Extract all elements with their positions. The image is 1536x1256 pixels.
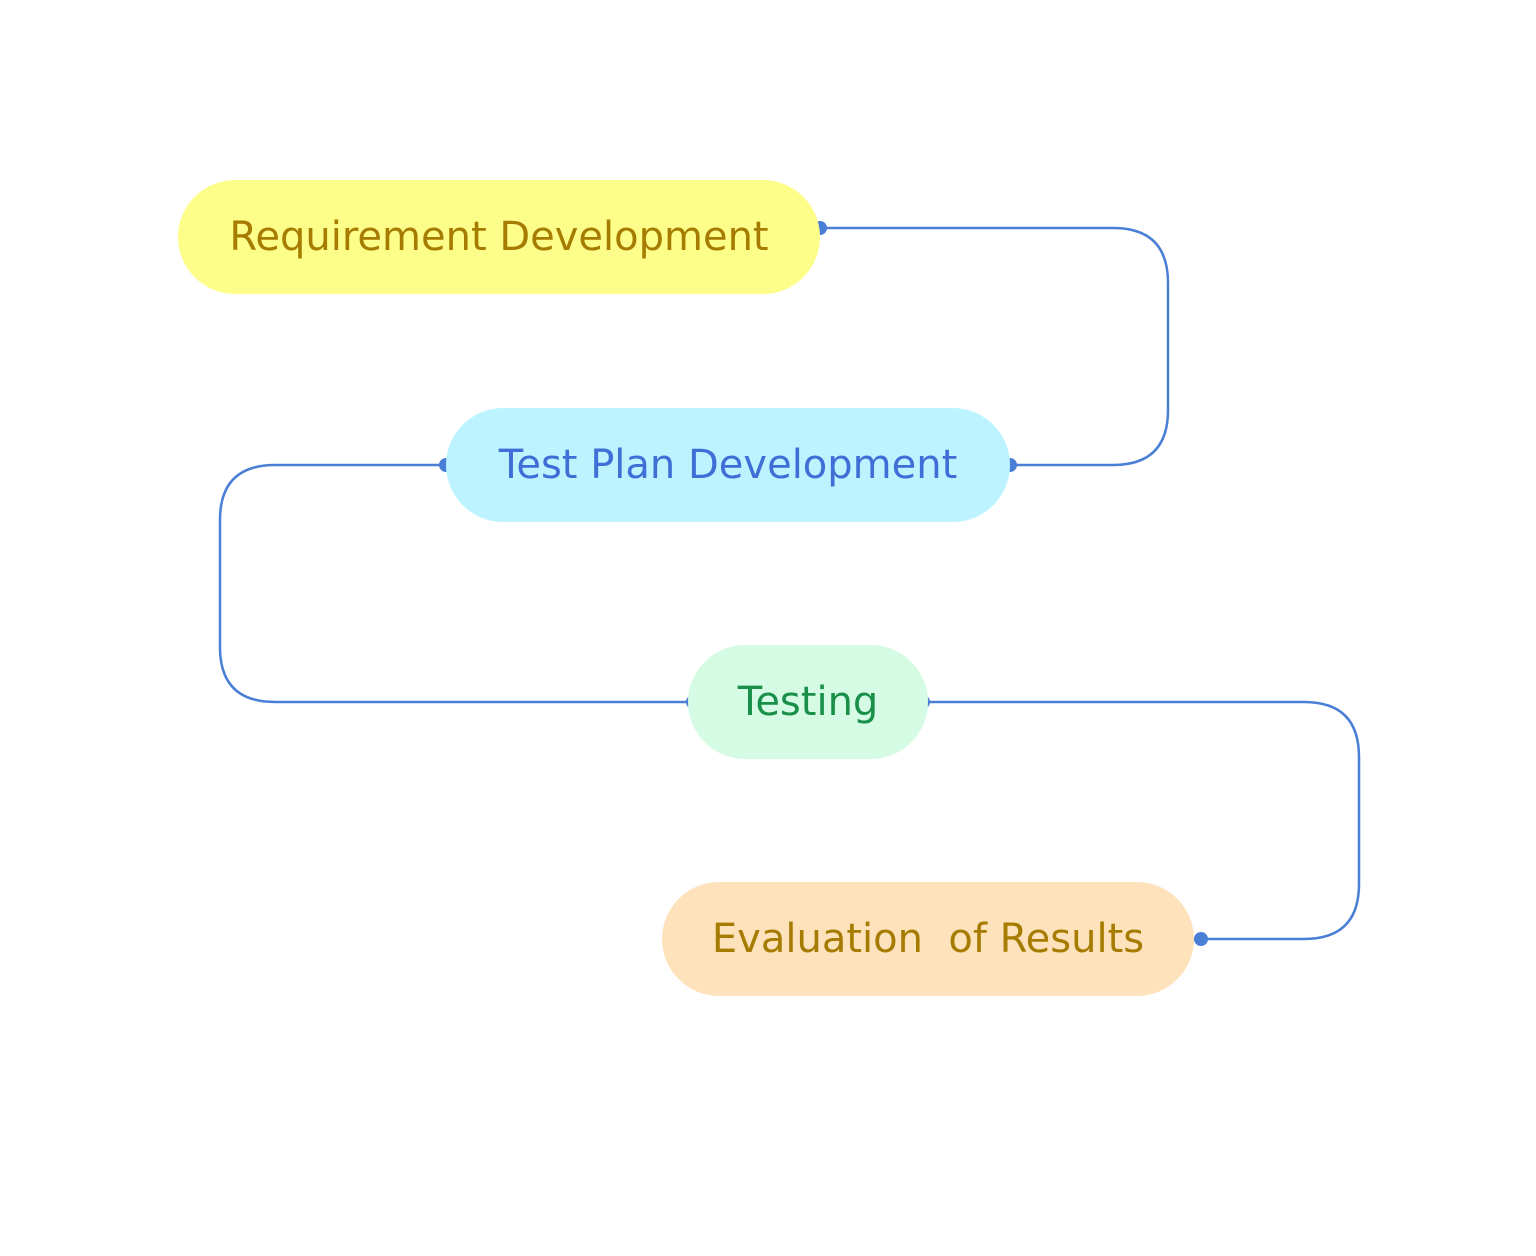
node-test-plan-development: Test Plan Development [446,408,1010,522]
connector-testing-to-evaluation [923,700,1361,941]
node-evaluation-of-results: Evaluation of Results [662,882,1194,996]
node-label: Testing [737,679,879,725]
connector-dot [1194,932,1208,946]
node-label: Test Plan Development [498,442,958,488]
node-testing: Testing [688,645,928,759]
node-label: Requirement Development [229,214,769,260]
connector-test-plan-to-testing [218,463,693,704]
connector-requirement-to-test-plan [820,226,1170,467]
node-label: Evaluation of Results [711,916,1145,962]
node-requirement-development: Requirement Development [178,180,820,294]
